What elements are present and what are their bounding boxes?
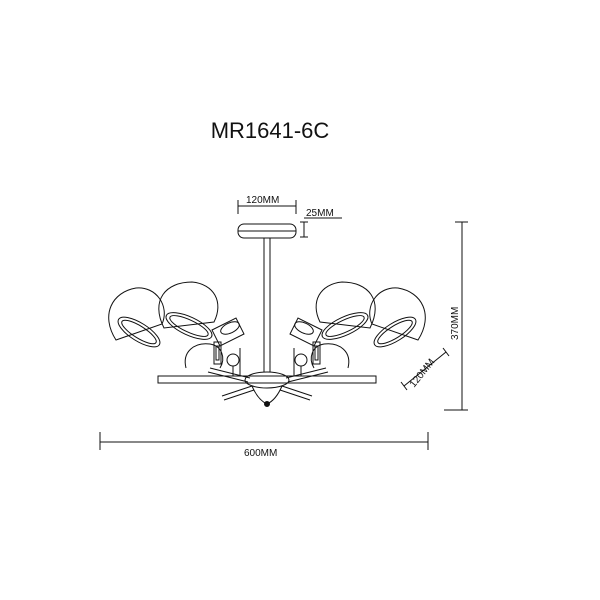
total-width-label: 600MM (244, 448, 277, 459)
shade-left-middle (158, 281, 219, 340)
shade-right-inner (289, 317, 350, 376)
shade-right-middle (315, 281, 376, 340)
canopy-height-label: 25MM (306, 208, 334, 219)
suspension-rod (263, 238, 271, 372)
central-hub (244, 371, 290, 407)
total-width-dimension: 600MM (99, 432, 429, 459)
shade-left-inner (184, 317, 245, 376)
shade-right-outer (369, 287, 426, 348)
shade-left-outer (108, 287, 165, 348)
frame-arms (157, 367, 377, 401)
total-height-label: 370MM (450, 307, 461, 340)
total-height-dimension: 370MM (444, 221, 468, 411)
ceiling-canopy (237, 223, 297, 239)
model-title: MR1641-6C (210, 118, 330, 143)
shade-depth-dimension: 120MM (400, 347, 450, 391)
canopy-height-dimension: 25MM (300, 208, 342, 238)
shade-depth-label: 120MM (408, 357, 438, 390)
canopy-width-dimension: 120MM (237, 195, 297, 214)
canopy-width-label: 120MM (246, 195, 279, 206)
